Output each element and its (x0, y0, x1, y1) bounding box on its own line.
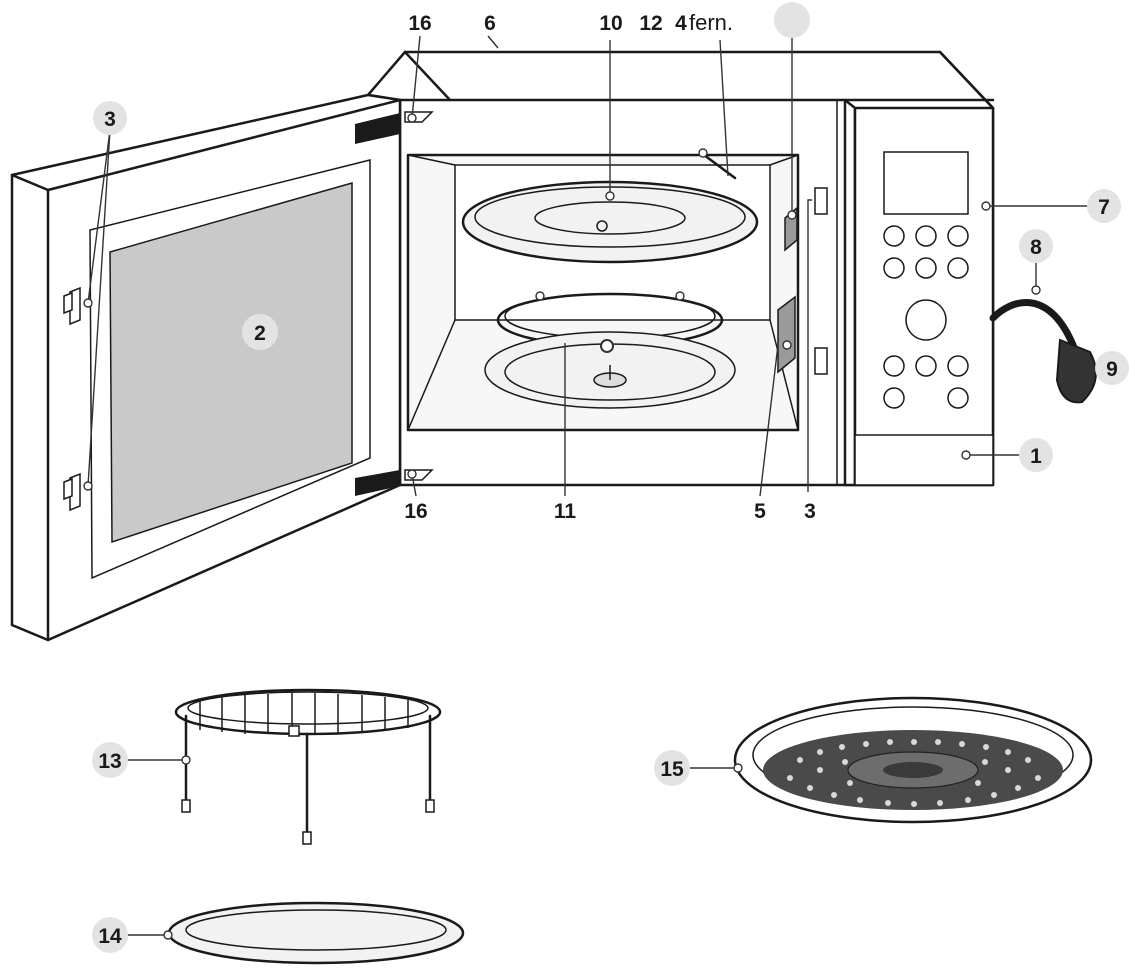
label-3-latch-holes: 3 (804, 500, 816, 523)
control-panel (843, 98, 995, 487)
label-2-door-window: 2 (254, 322, 266, 345)
door-latch-holes (807, 187, 828, 492)
label-3-door-hooks: 3 (104, 108, 116, 131)
label-7-control-panel: 7 (1098, 196, 1110, 219)
label-11-roller-ring: 11 (554, 500, 577, 523)
door-hooks (63, 286, 81, 512)
open-door (10, 93, 402, 642)
label-13-high-rack: 13 (98, 750, 121, 773)
door-release-button (854, 434, 994, 486)
label-10-turntable: 10 (599, 12, 622, 35)
spare-turntable (167, 901, 465, 965)
label-15-crisp-plate: 15 (660, 758, 684, 781)
keypad-buttons (883, 225, 969, 409)
label-9-plug: 9 (1106, 358, 1118, 381)
dial-knob (905, 299, 947, 341)
display-window (883, 151, 969, 215)
crisp-plate (733, 696, 1093, 824)
label-4: 4 (675, 12, 687, 35)
power-plug (1055, 338, 1097, 404)
label-12-heater: 12 (639, 12, 662, 35)
label-1-door-release: 1 (1030, 445, 1042, 468)
label-14-spare-turntable: 14 (98, 925, 122, 948)
high-rack (174, 688, 442, 845)
glass-turntable (461, 180, 759, 264)
label-8-power-cord: 8 (1030, 236, 1042, 259)
power-cord (989, 299, 1097, 404)
door-window (109, 182, 353, 544)
header-text: fern. (689, 10, 733, 35)
waveguide-cover-lower (777, 295, 796, 374)
label-16-upper-hinge: 16 (408, 12, 431, 35)
label-16-lower-hinge: 16 (404, 500, 427, 523)
leader-lines (83, 35, 1088, 940)
part-labels: 3 2 16 16 6 10 12 4 fern. 11 5 3 7 8 9 1… (92, 2, 1129, 953)
label-6-body: 6 (484, 12, 496, 35)
turntable-shaft (484, 331, 736, 409)
label-5-waveguide-cover: 5 (754, 500, 766, 523)
